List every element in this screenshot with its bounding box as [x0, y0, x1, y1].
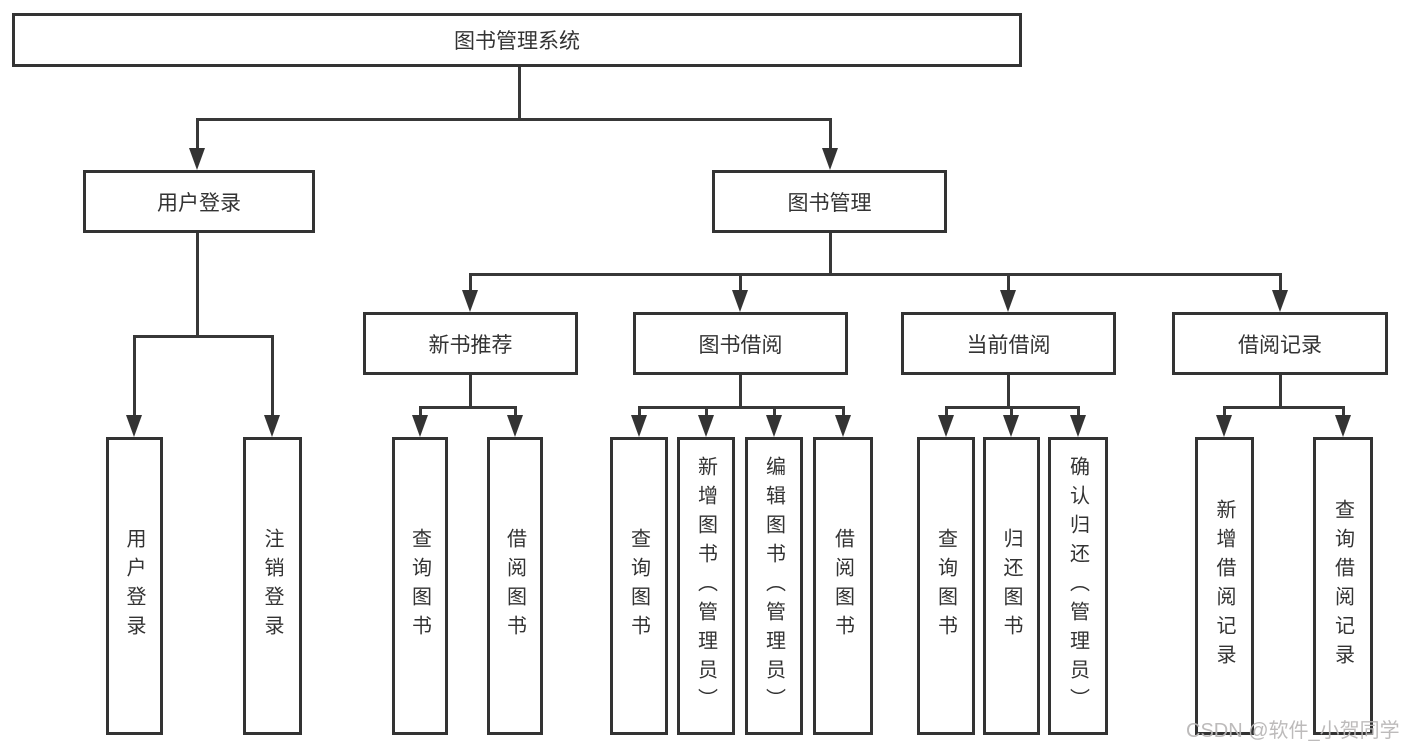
connector-line [1010, 406, 1013, 417]
leaf-borrow-query-books: 查询图书 [610, 437, 668, 735]
leaf-borrow-books: 借阅图书 [813, 437, 873, 735]
node-user-login-label: 用户登录 [157, 191, 241, 215]
node-current-borrow: 当前借阅 [901, 312, 1116, 375]
node-book-borrow-label: 图书借阅 [698, 333, 783, 357]
connector-line [1279, 375, 1282, 408]
node-borrow-records: 借阅记录 [1172, 312, 1388, 375]
leaf-confirm-return-admin-label: 确认归还（管理员） [1066, 455, 1089, 717]
arrow-down-icon [189, 148, 205, 170]
connector-line [1223, 406, 1226, 417]
arrow-down-icon [835, 415, 851, 437]
leaf-query-borrow-record: 查询借阅记录 [1313, 437, 1373, 735]
connector-line [196, 118, 832, 121]
arrow-down-icon [1000, 290, 1016, 312]
leaf-query-borrow-record-label: 查询借阅记录 [1331, 499, 1354, 673]
arrow-down-icon [412, 415, 428, 437]
connector-line [469, 273, 1282, 276]
node-user-login: 用户登录 [83, 170, 315, 233]
arrow-down-icon [1272, 290, 1288, 312]
leaf-edit-books-admin: 编辑图书（管理员） [745, 437, 803, 735]
connector-line [514, 406, 517, 417]
connector-line [638, 406, 845, 409]
leaf-user-login: 用户登录 [106, 437, 163, 735]
node-library-system: 图书管理系统 [12, 13, 1022, 67]
connector-line [196, 233, 199, 337]
connector-line [638, 406, 641, 417]
connector-line [196, 118, 199, 150]
leaf-add-borrow-record: 新增借阅记录 [1195, 437, 1254, 735]
arrow-down-icon [1335, 415, 1351, 437]
leaf-recommend-query-books: 查询图书 [392, 437, 448, 735]
arrow-down-icon [732, 290, 748, 312]
node-borrow-records-label: 借阅记录 [1238, 333, 1322, 357]
leaf-add-books-admin: 新增图书（管理员） [677, 437, 735, 735]
arrow-down-icon [698, 415, 714, 437]
arrow-down-icon [462, 290, 478, 312]
arrow-down-icon [938, 415, 954, 437]
connector-line [945, 406, 948, 417]
node-current-borrow-label: 当前借阅 [966, 333, 1051, 357]
leaf-recommend-borrow-books: 借阅图书 [487, 437, 543, 735]
arrow-down-icon [822, 148, 838, 170]
leaf-logout: 注销登录 [243, 437, 302, 735]
node-new-book-recommend-label: 新书推荐 [428, 333, 513, 357]
node-library-system-label: 图书管理系统 [454, 30, 580, 53]
connector-line [1279, 273, 1282, 292]
leaf-add-borrow-record-label: 新增借阅记录 [1213, 499, 1235, 673]
connector-line [739, 273, 742, 292]
connector-line [1007, 273, 1010, 292]
leaf-current-query-books-label: 查询图书 [934, 528, 957, 644]
leaf-borrow-books-label: 借阅图书 [831, 528, 854, 644]
leaf-recommend-query-books-label: 查询图书 [408, 528, 431, 644]
arrow-down-icon [1070, 415, 1086, 437]
connector-line [469, 375, 472, 408]
connector-line [705, 406, 708, 417]
connector-line [1223, 406, 1345, 409]
arrow-down-icon [766, 415, 782, 437]
connector-line [469, 273, 472, 292]
connector-line [1007, 375, 1010, 408]
connector-line [133, 335, 274, 338]
connector-line [842, 406, 845, 417]
connector-line [829, 118, 832, 150]
node-book-management-label: 图书管理 [787, 191, 872, 215]
node-book-borrow: 图书借阅 [633, 312, 848, 375]
connector-line [419, 406, 517, 409]
connector-line [419, 406, 422, 417]
arrow-down-icon [126, 415, 142, 437]
connector-line [133, 335, 136, 417]
leaf-edit-books-admin-label: 编辑图书（管理员） [762, 455, 785, 717]
leaf-confirm-return-admin: 确认归还（管理员） [1048, 437, 1108, 735]
connector-line [773, 406, 776, 417]
connector-line [1342, 406, 1345, 417]
csdn-watermark: CSDN @软件_小贺同学 [1186, 720, 1400, 742]
arrow-down-icon [264, 415, 280, 437]
leaf-return-books: 归还图书 [983, 437, 1040, 735]
node-new-book-recommend: 新书推荐 [363, 312, 578, 375]
arrow-down-icon [631, 415, 647, 437]
connector-line [518, 67, 521, 120]
node-book-management: 图书管理 [712, 170, 947, 233]
connector-line [829, 233, 832, 275]
leaf-return-books-label: 归还图书 [1000, 528, 1022, 644]
arrow-down-icon [1003, 415, 1019, 437]
connector-line [271, 335, 274, 417]
leaf-current-query-books: 查询图书 [917, 437, 975, 735]
arrow-down-icon [1216, 415, 1232, 437]
leaf-recommend-borrow-books-label: 借阅图书 [503, 528, 526, 644]
leaf-logout-label: 注销登录 [261, 528, 283, 644]
arrow-down-icon [507, 415, 523, 437]
connector-line [1077, 406, 1080, 417]
connector-line [739, 375, 742, 408]
leaf-add-books-admin-label: 新增图书（管理员） [694, 455, 717, 717]
leaf-borrow-query-books-label: 查询图书 [627, 528, 650, 644]
leaf-user-login-label: 用户登录 [123, 528, 145, 644]
